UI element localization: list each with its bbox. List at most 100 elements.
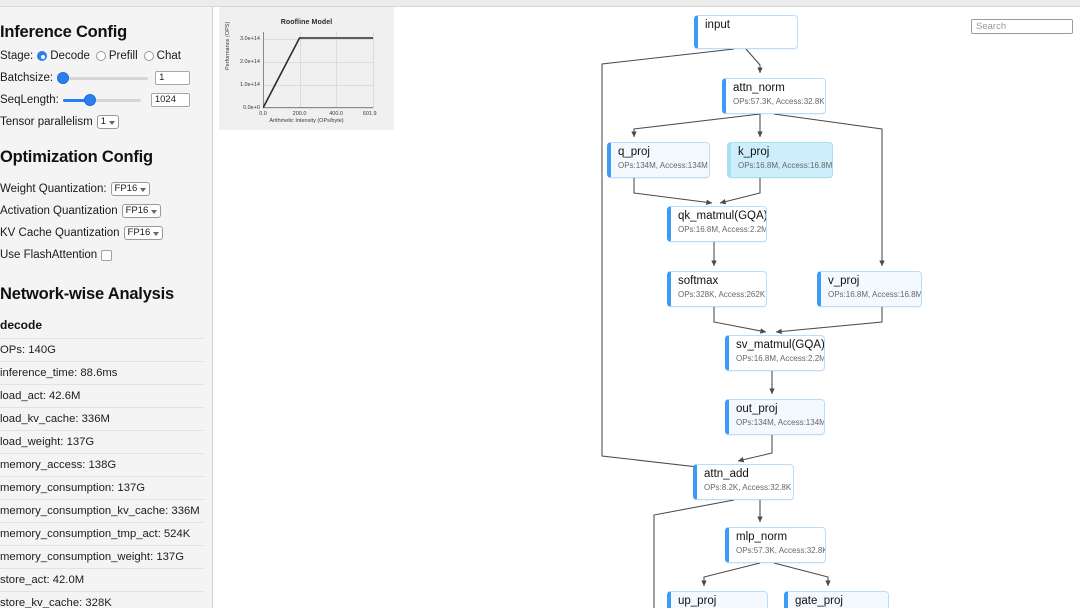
node-title: attn_norm [733,82,785,94]
chart-title: Roofline Model [280,19,333,26]
metric-row: memory_consumption: 137G [0,477,204,500]
stage-option-prefill-label: Prefill [108,50,138,62]
roofline-chart: Roofline Model Performance (OPS) Arithme… [219,7,394,130]
main-canvas: Roofline Model Performance (OPS) Arithme… [214,7,1080,608]
radio-decode-icon[interactable] [37,51,48,61]
node-title: gate_proj [795,595,843,607]
seqlength-slider-track [62,99,141,102]
compute-graph: input attn_norm OPs:57.3K, Access:32.8K … [214,7,1080,608]
graph-node-mlp-norm[interactable]: mlp_norm OPs:57.3K, Access:32.8K [725,527,826,563]
metric-row: memory_consumption_tmp_act: 524K [0,523,204,546]
stage-option-chat-label: Chat [156,50,181,62]
chart-x-axis [263,107,373,108]
graph-node-attn-add[interactable]: attn_add OPs:8.2K, Access:32.8K [693,464,794,500]
graph-node-gate-proj[interactable]: gate_proj OPs:470M, Access:470M [784,591,889,608]
gridline-x2 [336,32,338,108]
graph-node-sv-matmul[interactable]: sv_matmul(GQA) OPs:16.8M, Access:2.2M [725,335,825,371]
graph-node-out-proj[interactable]: out_proj OPs:134M, Access:134M [725,399,825,435]
batchsize-value-input[interactable]: 1 [155,71,191,85]
node-subtitle: OPs:16.8M, Access:16.8M [828,290,922,299]
roofline-curve [263,37,373,108]
network-analysis-heading: Network-wise Analysis [0,285,175,303]
node-subtitle: OPs:16.8M, Access:2.2M [678,225,767,234]
node-title: mlp_norm [736,531,788,543]
gridline-y3 [263,38,373,40]
graph-node-up-proj[interactable]: up_proj OPs:470M, Access:470M [667,591,768,608]
graph-node-attn-norm[interactable]: attn_norm OPs:57.3K, Access:32.8K [722,78,826,114]
node-subtitle: OPs:328K, Access:262K [678,290,766,299]
stage-option-decode-label: Decode [50,50,90,62]
node-subtitle: OPs:8.2K, Access:32.8K [704,483,792,492]
chart-x-tick: 601.9 [362,111,377,117]
node-title: sv_matmul(GQA) [736,339,825,351]
optimization-config-heading: Optimization Config [0,148,153,166]
node-title: softmax [678,275,719,287]
radio-prefill-icon[interactable] [95,51,106,61]
flash-attention-checkbox[interactable] [101,249,113,261]
stage-option-chat[interactable]: Chat [143,50,181,62]
gridline-x1 [299,32,301,108]
graph-node-q-proj[interactable]: q_proj OPs:134M, Access:134M [607,142,710,178]
seqlength-slider[interactable] [62,93,141,107]
stage-radio-group[interactable]: Decode Prefill Chat [37,50,185,62]
chart-x-tick: 200.0 [292,111,307,117]
kv-cache-quantization-select[interactable]: FP16 [123,226,164,240]
graph-node-k-proj[interactable]: k_proj OPs:16.8M, Access:16.8M [727,142,833,178]
node-subtitle: OPs:16.8M, Access:16.8M [738,161,833,170]
radio-chat-icon[interactable] [143,51,154,61]
stage-option-decode[interactable]: Decode [37,50,90,62]
node-title: q_proj [618,146,650,158]
node-title: k_proj [738,146,770,158]
config-sidebar: Inference Config Stage: Decode Prefill C… [0,7,213,608]
chart-plot-area: 0.0e+0 1.0e+14 2.0e+14 3.0e+14 0.0 200.0… [240,32,377,117]
tensor-parallelism-label: Tensor parallelism [0,116,93,128]
weight-quantization-label: Weight Quantization: [0,183,107,195]
chart-y-axis [263,32,264,108]
stage-option-prefill[interactable]: Prefill [95,50,138,62]
seqlength-row: SeqLength: 1024 [0,92,204,108]
metric-row: inference_time: 88.6ms [0,362,204,385]
graph-node-softmax[interactable]: softmax OPs:328K, Access:262K [667,271,767,307]
gridline-y2 [263,61,373,63]
metrics-list: OPs: 140G inference_time: 88.6ms load_ac… [0,338,204,608]
graph-node-input[interactable]: input [694,15,798,49]
batchsize-slider[interactable] [57,71,149,85]
weight-quantization-row: Weight Quantization: FP16 [0,181,204,197]
gridline-y1 [263,84,373,86]
node-title: attn_add [704,468,749,480]
metric-row: memory_consumption_kv_cache: 336M [0,500,204,523]
chart-y-tick: 1.0e+14 [239,81,260,88]
analysis-stage-subheading: decode [0,318,43,332]
metric-row: memory_access: 138G [0,454,204,477]
chart-x-tick: 400.0 [329,111,343,117]
flash-attention-row: Use FlashAttention [0,247,204,263]
graph-node-v-proj[interactable]: v_proj OPs:16.8M, Access:16.8M [817,271,922,307]
batchsize-row: Batchsize: 1 [0,70,204,86]
chart-y-tick: 2.0e+14 [239,58,260,65]
chart-x-axis-label: Arithmetic Intensity (OPs/byte) [269,118,344,124]
gridline-y0 [263,108,373,109]
metric-row: OPs: 140G [0,338,204,362]
batchsize-slider-track [57,77,149,80]
search-input[interactable] [971,19,1073,34]
stage-label: Stage: [0,50,34,62]
stage-row: Stage: Decode Prefill Chat [0,48,204,64]
node-title: v_proj [828,275,860,287]
tensor-parallelism-select[interactable]: 1 [96,115,119,129]
metric-row: load_weight: 137G [0,431,204,454]
activation-quantization-select[interactable]: FP16 [121,204,162,218]
batchsize-slider-knob[interactable] [57,72,70,84]
graph-node-qk-matmul[interactable]: qk_matmul(GQA) OPs:16.8M, Access:2.2M [667,206,767,242]
chart-y-tick: 3.0e+14 [239,35,260,42]
seqlength-slider-knob[interactable] [83,94,96,106]
seqlength-value-input[interactable]: 1024 [150,93,190,107]
window-top-strip [0,0,1080,7]
node-title: qk_matmul(GQA) [678,210,767,222]
metric-row: load_act: 42.6M [0,385,204,408]
node-subtitle: OPs:134M, Access:134M [618,161,708,170]
weight-quantization-select[interactable]: FP16 [110,182,151,196]
kv-cache-quantization-label: KV Cache Quantization [0,227,120,239]
node-title: input [705,19,730,31]
search-box[interactable] [971,16,1073,34]
